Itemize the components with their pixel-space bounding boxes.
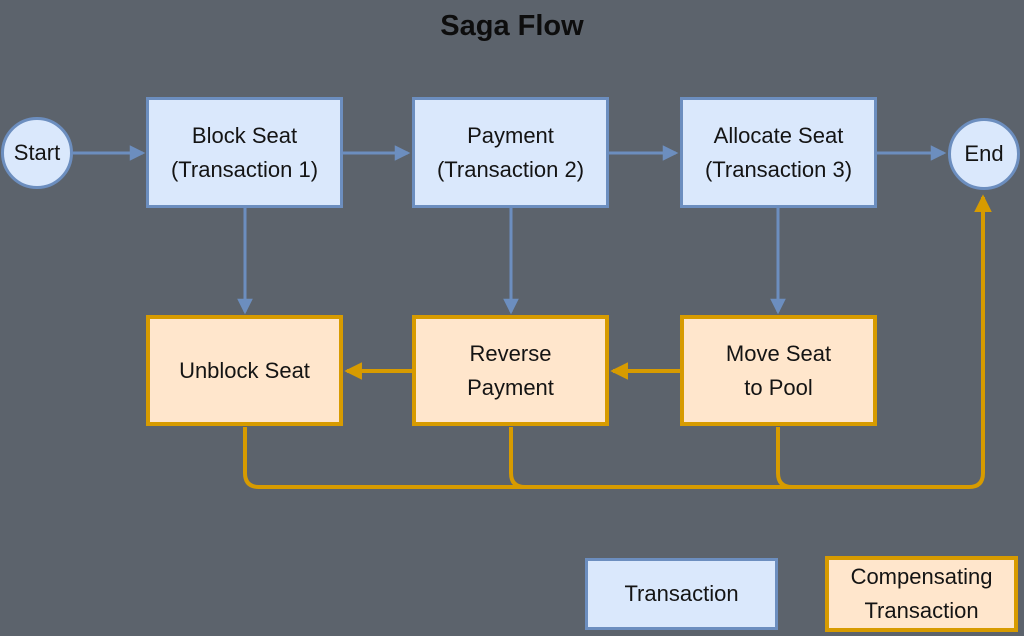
node-label-line1: Block Seat: [191, 122, 298, 148]
node-label-line1: Allocate Seat: [713, 122, 844, 148]
start-node: Start: [1, 117, 73, 189]
start-label: Start: [13, 140, 61, 165]
legend-label-line1: Compensating: [850, 564, 993, 589]
legend-label-line1: Transaction: [624, 581, 739, 606]
node-label-line2: (Transaction 2): [436, 156, 585, 182]
node-label-line1: Payment: [467, 122, 554, 148]
node-label-line2: to Pool: [744, 374, 813, 400]
compensating-node-reverse-payment: Reverse Payment: [412, 315, 609, 426]
node-label-line1: Unblock Seat: [179, 357, 310, 383]
end-label: End: [964, 141, 1004, 166]
transaction-node-payment: Payment (Transaction 2): [412, 97, 609, 208]
legend-transaction: Transaction: [585, 558, 778, 630]
legend-label-line2: Transaction: [864, 598, 979, 623]
node-label-line2: (Transaction 3): [704, 156, 853, 182]
node-label-line1: Move Seat: [725, 340, 832, 366]
diagram-title: Saga Flow: [440, 10, 584, 42]
node-label-line2: (Transaction 1): [170, 156, 319, 182]
compensating-node-unblock-seat: Unblock Seat: [146, 315, 343, 426]
legend-compensating-transaction: Compensating Transaction: [825, 556, 1018, 632]
edge-move-seat-drop: [776, 427, 793, 489]
transaction-node-block-seat: Block Seat (Transaction 1): [146, 97, 343, 208]
edge-reverse-payment-drop: [509, 427, 526, 489]
end-node: End: [948, 118, 1020, 190]
compensating-node-move-seat-to-pool: Move Seat to Pool: [680, 315, 877, 426]
node-label-line2: Payment: [467, 374, 554, 400]
transaction-node-allocate-seat: Allocate Seat (Transaction 3): [680, 97, 877, 208]
node-label-line1: Reverse: [469, 340, 552, 366]
